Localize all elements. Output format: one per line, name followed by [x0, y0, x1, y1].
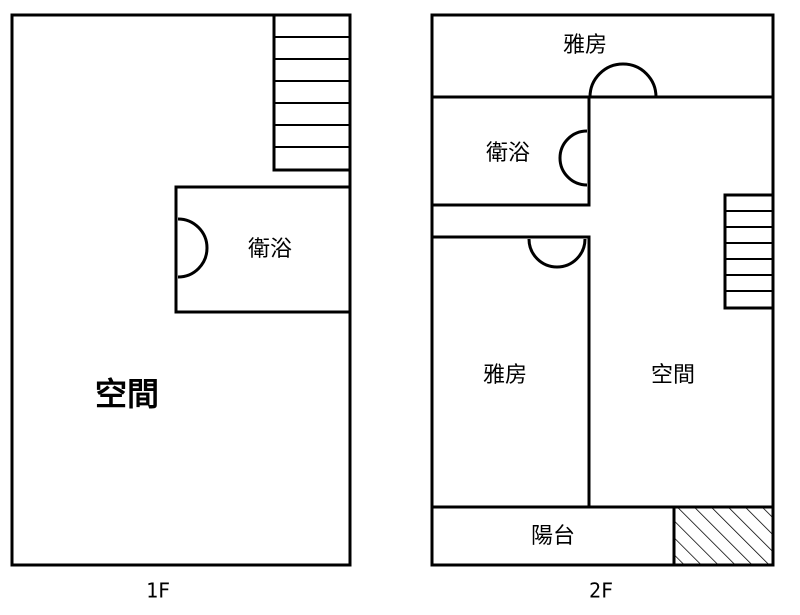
floor-2: 雅房 衛浴 雅房 空間 陽台 2F	[430, 13, 775, 603]
floor-2-top-bedroom-label: 雅房	[563, 33, 607, 58]
floor-2-stairs	[723, 193, 775, 310]
floor-2-left-bedroom-label: 雅房	[483, 363, 527, 388]
floor-2-bathroom-walls	[432, 97, 591, 207]
floor-1-stairs	[272, 15, 350, 172]
floor-1: 衛浴 空間 1F	[10, 13, 352, 603]
floor-1-outline	[10, 13, 352, 567]
floor-1-bathroom-label: 衛浴	[248, 237, 292, 262]
floor-1-space-label: 空間	[95, 375, 159, 413]
floor-2-label: 2F	[589, 579, 613, 603]
floor-2-balcony-label: 陽台	[531, 524, 575, 549]
floor-1-bathroom-door	[177, 217, 209, 279]
floor-1-bathroom	[174, 185, 352, 314]
floor-2-top-bedroom-door	[588, 62, 658, 98]
floor-1-label: 1F	[146, 579, 170, 603]
floor-2-left-bedroom-door	[527, 238, 587, 269]
floor-2-bathroom-door	[558, 129, 588, 187]
floor-2-bathroom-label: 衛浴	[486, 141, 530, 166]
floor-2-hatched-area	[675, 508, 772, 564]
floor-2-space-label: 空間	[651, 363, 695, 388]
floor-2-left-bedroom-walls	[432, 235, 591, 507]
